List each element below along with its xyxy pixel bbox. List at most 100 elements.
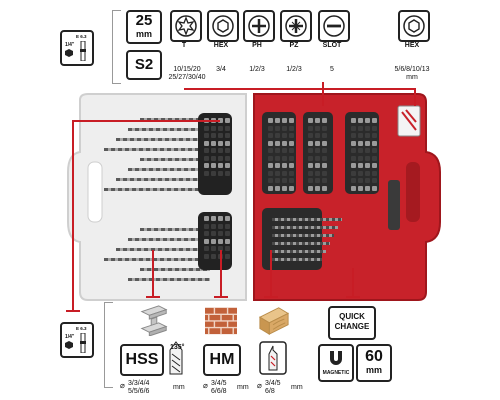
screwdriver-bit	[351, 163, 356, 168]
screwdriver-bit	[204, 125, 209, 131]
wood-drill-bit	[272, 250, 326, 253]
pozidriv-label: PZ	[289, 42, 299, 49]
slot-label: SLOT	[322, 42, 342, 49]
screwdriver-bit	[365, 133, 370, 138]
screwdriver-bit	[358, 163, 363, 168]
screwdriver-bit	[372, 118, 377, 123]
screwdriver-bit	[372, 140, 377, 146]
screwdriver-bit	[322, 125, 327, 131]
metal-beam-icon	[140, 305, 168, 336]
slot-values: 5	[330, 66, 334, 73]
screwdriver-bit	[268, 155, 273, 161]
screwdriver-bit	[218, 170, 223, 176]
screwdriver-bit	[225, 155, 230, 161]
screwdriver-bit	[308, 125, 313, 131]
screwdriver-bit	[275, 185, 280, 191]
shank-bottom-size: E 6.3	[76, 326, 87, 331]
quick-change-line2: CHANGE	[334, 322, 370, 331]
screwdriver-bit	[275, 118, 280, 123]
screwdriver-bit	[282, 170, 287, 176]
screwdriver-bit	[218, 133, 223, 138]
screwdriver-bit	[225, 253, 230, 259]
screwdriver-bit	[308, 118, 313, 123]
length-60-badge: 60 mm	[356, 344, 392, 382]
screwdriver-bit	[315, 118, 320, 123]
screwdriver-bit	[351, 133, 356, 138]
screwdriver-bit	[351, 185, 356, 191]
hex-right-label: HEX	[404, 42, 420, 49]
top-spec-bracket	[112, 10, 121, 84]
wood-unit: mm	[291, 384, 303, 391]
drill-bit	[140, 158, 210, 161]
hex-right-values: 5/6/8/10/13 mm	[394, 66, 430, 81]
screwdriver-bit	[289, 118, 294, 123]
screwdriver-bit	[289, 170, 294, 176]
drill-bit	[104, 258, 210, 261]
length-value: 25	[135, 12, 153, 29]
screwdriver-bit	[282, 140, 287, 146]
screwdriver-bit	[315, 170, 320, 176]
hss-sizes: 3/3/4/4 5/5/6/6	[128, 380, 150, 395]
magnetic-label: MAGNETIC	[322, 370, 350, 376]
tick-wood	[264, 296, 278, 298]
shank-bottom-fraction: 1/4"	[65, 334, 75, 340]
screwdriver-bit	[322, 178, 327, 183]
screwdriver-bit	[211, 238, 216, 244]
hm-sizes: 3/4/5 6/6/8	[211, 380, 227, 395]
screwdriver-bit	[315, 185, 320, 191]
screwdriver-bit	[204, 253, 209, 259]
shank-top-icon: E 6.3 1/4"	[60, 30, 94, 66]
screwdriver-bit	[358, 185, 363, 191]
wood-drill-bit	[272, 226, 338, 229]
drill-bit	[128, 128, 210, 131]
screwdriver-bit	[211, 253, 216, 259]
screwdriver-bit	[351, 140, 356, 146]
screwdriver-bit	[225, 231, 230, 236]
screwdriver-bit	[308, 178, 313, 183]
torx-values: 10/15/20 25/27/30/40	[168, 66, 206, 81]
leader-line-hex	[322, 82, 324, 106]
screwdriver-bit	[211, 163, 216, 168]
screwdriver-bit	[358, 155, 363, 161]
pozidriv-icon	[280, 10, 312, 42]
screwdriver-bit	[308, 185, 313, 191]
screwdriver-bit	[372, 185, 377, 191]
screwdriver-bit	[268, 148, 273, 153]
screwdriver-bit	[218, 148, 223, 153]
screwdriver-bit	[315, 140, 320, 146]
leader-line-hss	[152, 250, 154, 296]
screwdriver-bit	[211, 140, 216, 146]
screwdriver-bit	[268, 140, 273, 146]
drill-bit	[128, 278, 210, 281]
screwdriver-bit	[322, 140, 327, 146]
tick-left	[66, 310, 80, 312]
hss-badge: HSS	[120, 344, 164, 376]
tick-hss	[146, 296, 160, 298]
hss-diameter-symbol: ⌀	[120, 381, 125, 390]
screwdriver-bit	[225, 125, 230, 131]
screwdriver-bit	[225, 170, 230, 176]
torx-label: T	[181, 42, 187, 49]
screwdriver-bit	[289, 163, 294, 168]
screwdriver-bit	[211, 125, 216, 131]
screwdriver-bit	[225, 246, 230, 251]
screwdriver-bit	[218, 238, 223, 244]
screwdriver-bit	[268, 178, 273, 183]
screwdriver-bit	[225, 223, 230, 229]
screwdriver-bit	[204, 133, 209, 138]
screwdriver-bit	[225, 140, 230, 146]
screwdriver-bit	[204, 170, 209, 176]
screwdriver-bit	[211, 231, 216, 236]
screwdriver-bit	[275, 170, 280, 176]
drill-bit	[128, 238, 210, 241]
screwdriver-bit	[308, 163, 313, 168]
screwdriver-bit	[315, 163, 320, 168]
wood-sizes: 3/4/5 6/8	[265, 380, 281, 395]
screwdriver-bit	[358, 133, 363, 138]
drill-bit	[104, 188, 210, 191]
screwdriver-bit	[225, 148, 230, 153]
screwdriver-bit	[365, 178, 370, 183]
screwdriver-bit	[365, 170, 370, 176]
length-badge: 25 mm	[126, 10, 162, 44]
screwdriver-bit	[365, 148, 370, 153]
